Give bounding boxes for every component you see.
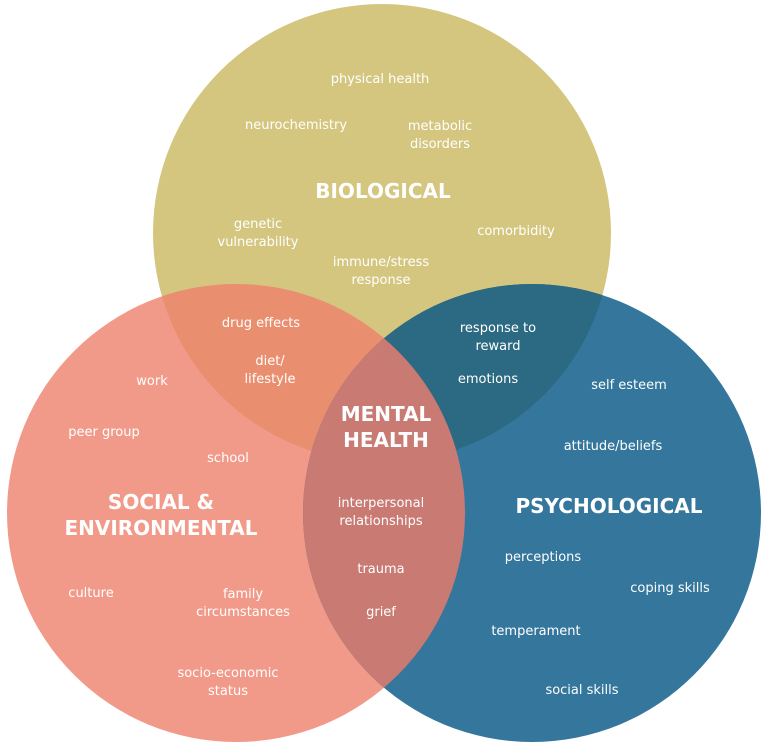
psychological-item: self esteem — [591, 378, 667, 393]
psychological-item: coping skills — [630, 581, 710, 596]
biological-item: physical health — [331, 72, 430, 87]
social-item: peer group — [68, 425, 139, 440]
bio-social-item: drug effects — [222, 316, 300, 331]
social-item: culture — [68, 586, 113, 601]
social-psych-item: trauma — [357, 562, 404, 577]
psychological-item: temperament — [491, 624, 580, 639]
psychological-item: attitude/beliefs — [564, 439, 663, 454]
biological-item: comorbidity — [477, 224, 555, 239]
bio-social-item: diet/lifestyle — [245, 354, 296, 387]
bio-psych-item: emotions — [458, 372, 519, 387]
psychological-item: perceptions — [505, 550, 582, 565]
social-item: work — [136, 374, 168, 389]
social-item: school — [207, 451, 249, 466]
social-environmental-title: SOCIAL &ENVIRONMENTAL — [64, 490, 257, 540]
social-psych-overlap — [303, 284, 465, 742]
psychological-item: social skills — [545, 683, 618, 698]
biological-item: neurochemistry — [245, 118, 347, 133]
biological-title: BIOLOGICAL — [315, 179, 451, 203]
social-psych-item: grief — [366, 605, 396, 620]
psychological-title: PSYCHOLOGICAL — [515, 494, 702, 518]
